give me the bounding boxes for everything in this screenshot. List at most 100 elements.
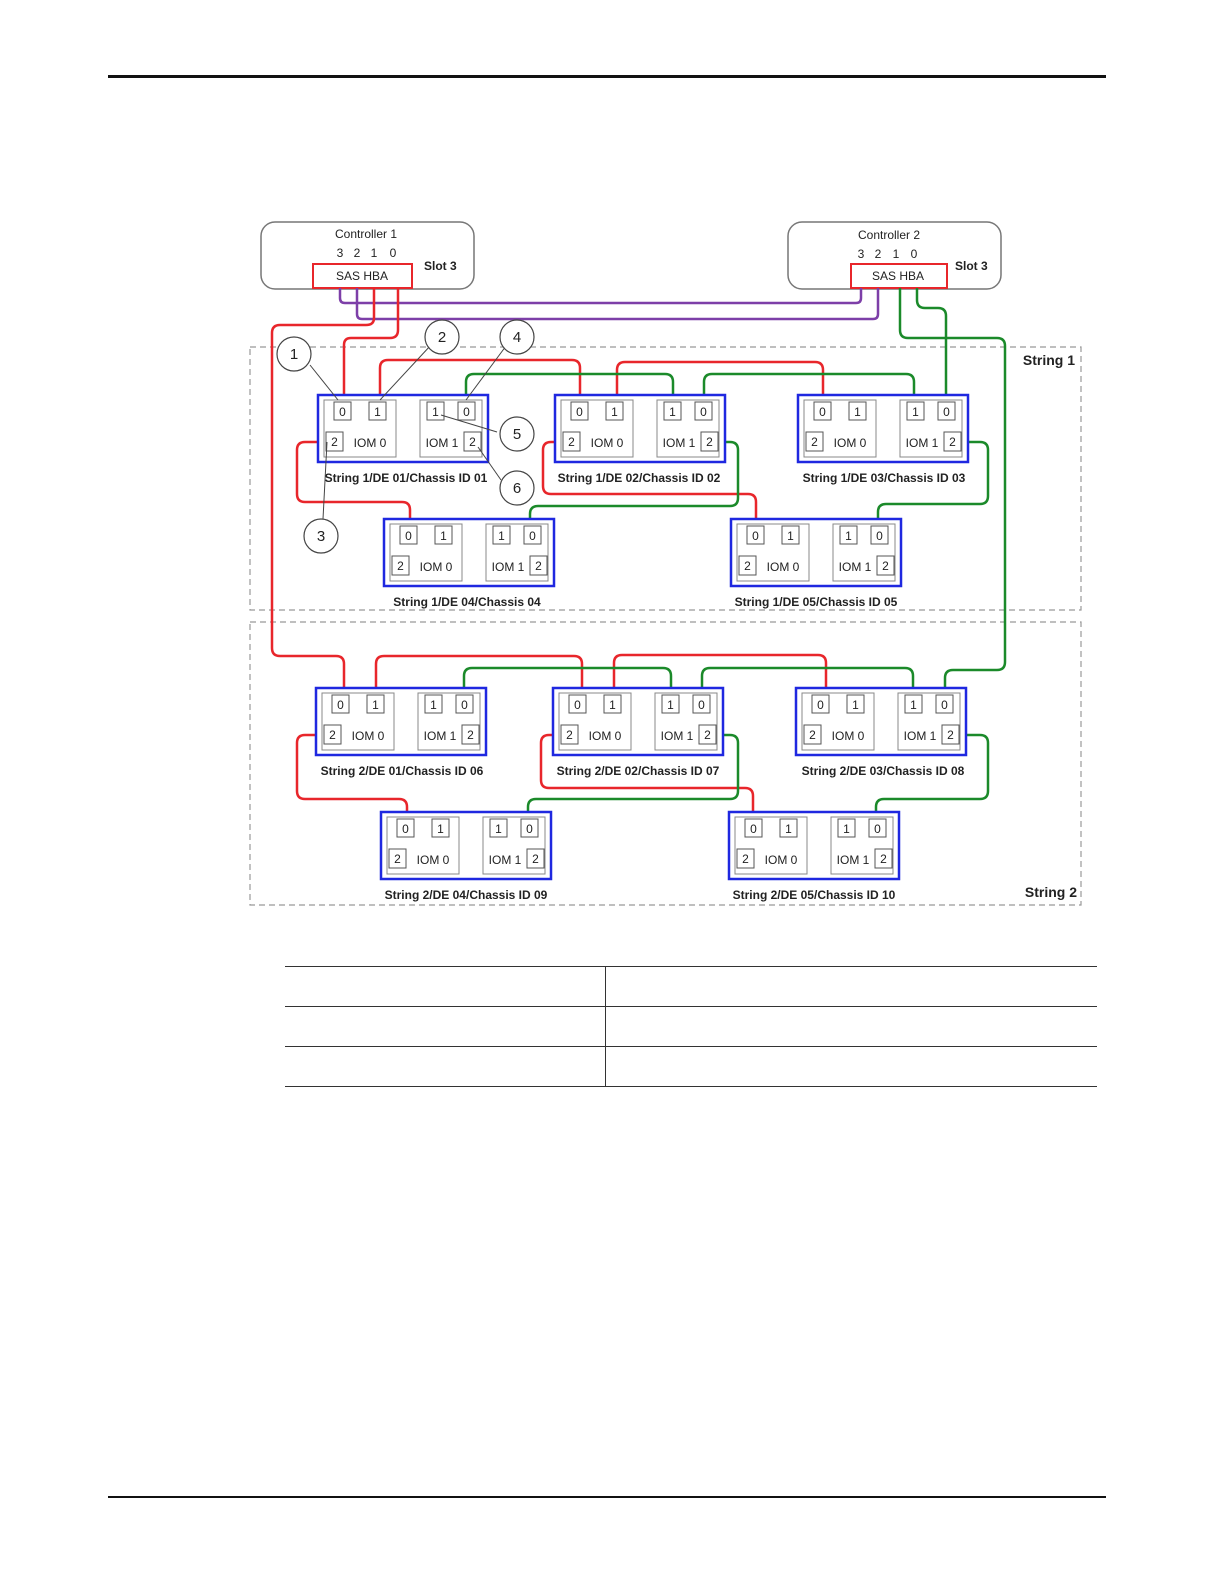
iom0-port-1	[431, 818, 450, 838]
svg-text:0: 0	[819, 405, 826, 419]
string-2-frame	[249, 621, 1082, 906]
iom0-port-2	[736, 848, 755, 869]
iom0-port-2	[325, 431, 344, 452]
iom1-port-2	[874, 848, 893, 869]
iom0-port-0	[568, 694, 587, 714]
svg-text:0: 0	[700, 405, 707, 419]
iom1-port-0	[457, 401, 476, 421]
iom-0-label: IOM 0	[767, 560, 800, 574]
iom-1-label: IOM 1	[492, 560, 525, 574]
iom0-port-1	[848, 401, 867, 421]
purple-cables	[338, 288, 880, 321]
svg-text:2: 2	[329, 728, 336, 742]
svg-text:1: 1	[611, 405, 618, 419]
iom0-port-1	[781, 525, 800, 545]
svg-text:2: 2	[880, 852, 887, 866]
iom0-port-1	[605, 401, 624, 421]
iom-1-label: IOM 1	[839, 560, 872, 574]
iom-1-label: IOM 1	[424, 729, 457, 743]
enclosure-2: 0 1 2 IOM 0 1 0 2 IOM 1 String 1/DE 02/Chassis I…	[553, 393, 727, 485]
svg-text:0: 0	[911, 247, 918, 261]
iom0-port-1	[603, 694, 622, 714]
svg-text:0: 0	[941, 698, 948, 712]
svg-text:0: 0	[576, 405, 583, 419]
svg-text:0: 0	[402, 822, 409, 836]
svg-text:3: 3	[317, 528, 325, 545]
svg-text:1: 1	[669, 405, 676, 419]
iom0-port-2	[391, 555, 410, 576]
iom0-port-0	[333, 401, 352, 421]
svg-text:0: 0	[876, 529, 883, 543]
iom0-port-1	[434, 525, 453, 545]
table-row	[285, 1046, 1097, 1087]
iom1-port-0	[868, 818, 887, 838]
iom1-port-1	[663, 401, 682, 421]
svg-text:2: 2	[809, 728, 816, 742]
iom-0-label: IOM 0	[591, 436, 624, 450]
svg-text:2: 2	[568, 435, 575, 449]
enclosure-label: String 2/DE 01/Chassis ID 06	[321, 764, 484, 778]
svg-text:1: 1	[371, 246, 378, 260]
footer-rule	[108, 1496, 1106, 1498]
iom0-port-2	[803, 724, 822, 745]
svg-text:0: 0	[817, 698, 824, 712]
iom1-port-0	[692, 694, 711, 714]
enclosure-label: String 2/DE 05/Chassis ID 10	[733, 888, 896, 902]
iom1-port-0	[937, 401, 956, 421]
iom0-port-1	[779, 818, 798, 838]
iom-0-label: IOM 0	[765, 853, 798, 867]
svg-text:2: 2	[706, 435, 713, 449]
string-1-label: String 1	[1023, 352, 1075, 368]
iom-1-label: IOM 1	[906, 436, 939, 450]
enclosure-label: String 2/DE 02/Chassis ID 07	[557, 764, 720, 778]
enclosure-label: String 1/DE 01/Chassis ID 01	[325, 471, 488, 485]
iom-0-module: 0 1 2 IOM 0	[560, 399, 634, 458]
iom-1-label: IOM 1	[489, 853, 522, 867]
svg-text:1: 1	[609, 698, 616, 712]
iom1-port-1	[904, 694, 923, 714]
table-row	[285, 1006, 1097, 1047]
iom-1-label: IOM 1	[661, 729, 694, 743]
svg-text:0: 0	[874, 822, 881, 836]
iom1-port-2	[941, 724, 960, 745]
enclosure-label: String 1/DE 02/Chassis ID 02	[558, 471, 721, 485]
iom1-port-0	[455, 694, 474, 714]
iom1-port-2	[463, 431, 482, 452]
controller-1-sas-hba	[312, 263, 413, 289]
svg-text:0: 0	[529, 529, 536, 543]
svg-text:0: 0	[698, 698, 705, 712]
svg-text:2: 2	[875, 247, 882, 261]
svg-text:2: 2	[467, 728, 474, 742]
red-cables	[270, 288, 828, 821]
svg-text:6: 6	[513, 480, 521, 497]
svg-text:1: 1	[290, 346, 298, 363]
iom-0-label: IOM 0	[352, 729, 385, 743]
iom1-port-2	[461, 724, 480, 745]
svg-text:3: 3	[858, 247, 865, 261]
iom1-port-0	[694, 401, 713, 421]
iom1-port-2	[943, 431, 962, 452]
svg-text:2: 2	[947, 728, 954, 742]
iom-1-module: 1 0 2 IOM 1	[656, 399, 720, 458]
svg-text:1: 1	[845, 529, 852, 543]
svg-text:1: 1	[495, 822, 502, 836]
svg-text:2: 2	[811, 435, 818, 449]
iom0-port-0	[746, 525, 765, 545]
iom-0-label: IOM 0	[417, 853, 450, 867]
svg-text:1: 1	[374, 405, 381, 419]
svg-text:0: 0	[405, 529, 412, 543]
iom-1-label: IOM 1	[663, 436, 696, 450]
